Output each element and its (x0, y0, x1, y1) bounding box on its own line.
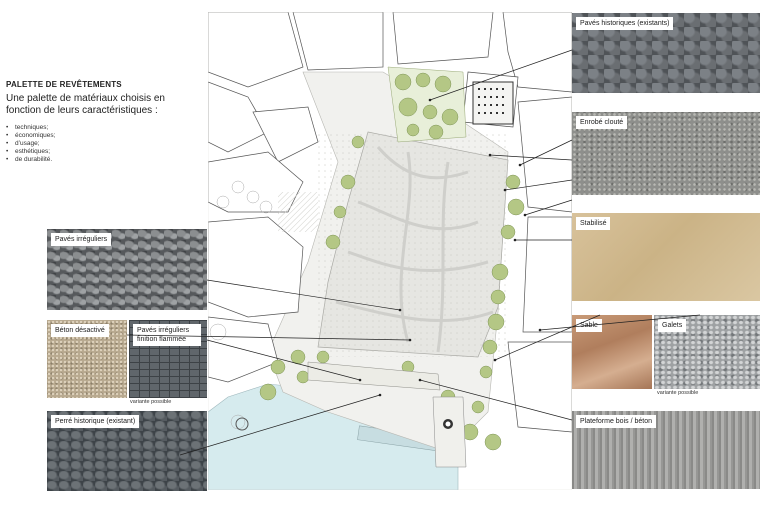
buildings (208, 12, 572, 433)
site-plan (208, 12, 572, 490)
swatch-label: Béton désactivé (51, 324, 109, 337)
criteria-item: esthétiques; (6, 148, 55, 156)
swatch-plateforme: Plateforme bois / béton (572, 411, 760, 489)
criteria-item: d’usage; (6, 140, 55, 148)
swatch-beton-desactive: Béton désactivé (47, 320, 127, 398)
historic-building (472, 81, 514, 125)
parking-area (278, 192, 318, 232)
criteria-item: techniques; (6, 124, 55, 132)
square-paths (335, 146, 494, 353)
leader-line (429, 49, 573, 101)
leader-line (126, 334, 411, 341)
leader-line (206, 279, 401, 311)
swatch-paves-irreguliers: Pavés irréguliers (47, 229, 207, 310)
swatch-enrobe-cloute: Enrobé clouté (572, 112, 760, 195)
legend-subtitle: Une palette de matériaux choisis en fonc… (6, 93, 165, 116)
leader-line (519, 139, 573, 166)
swatch-perre-historique: Perré historique (existant) (47, 411, 207, 491)
leader-line (179, 394, 381, 456)
swatch-label: Pavés irréguliers finition flammée (133, 324, 201, 346)
swatch-label: Plateforme bois / béton (576, 415, 656, 428)
criteria-item: de durabilité. (6, 156, 55, 164)
leader-line (419, 379, 573, 421)
leader-line (539, 314, 701, 331)
quay-promenade (307, 361, 441, 391)
swatch-label: Stabilisé (576, 217, 611, 230)
swatch-paves-historiques: Pavés historiques (existants) (572, 13, 760, 93)
swatch-label: Enrobé clouté (576, 116, 628, 129)
swatch-label: Pavés historiques (existants) (576, 17, 674, 30)
quay-pier (432, 396, 467, 468)
swatch-label: Perré historique (existant) (51, 415, 140, 428)
criteria-item: économiques; (6, 132, 55, 140)
swatch-label: Pavés irréguliers (51, 233, 112, 246)
caption-variante-flamme: variante possible (130, 399, 172, 405)
caption-variante-galets: variante possible (657, 390, 699, 396)
roundabout (235, 417, 249, 431)
swatch-galets: Galets (654, 315, 760, 389)
leader-line (494, 314, 601, 361)
swatch-stabilise: Stabilisé (572, 213, 760, 301)
swatch-label: Galets (658, 319, 687, 332)
swatch-paves-flamme: Pavés irréguliers finition flammée (129, 320, 207, 398)
leader-line (524, 199, 573, 216)
leader-line (489, 154, 573, 161)
leader-line (206, 339, 361, 381)
legend-title: PALETTE DE REVÊTEMENTS (6, 80, 122, 89)
criteria-list: techniques; économiques; d’usage; esthét… (6, 124, 55, 164)
leader-line (504, 179, 573, 191)
